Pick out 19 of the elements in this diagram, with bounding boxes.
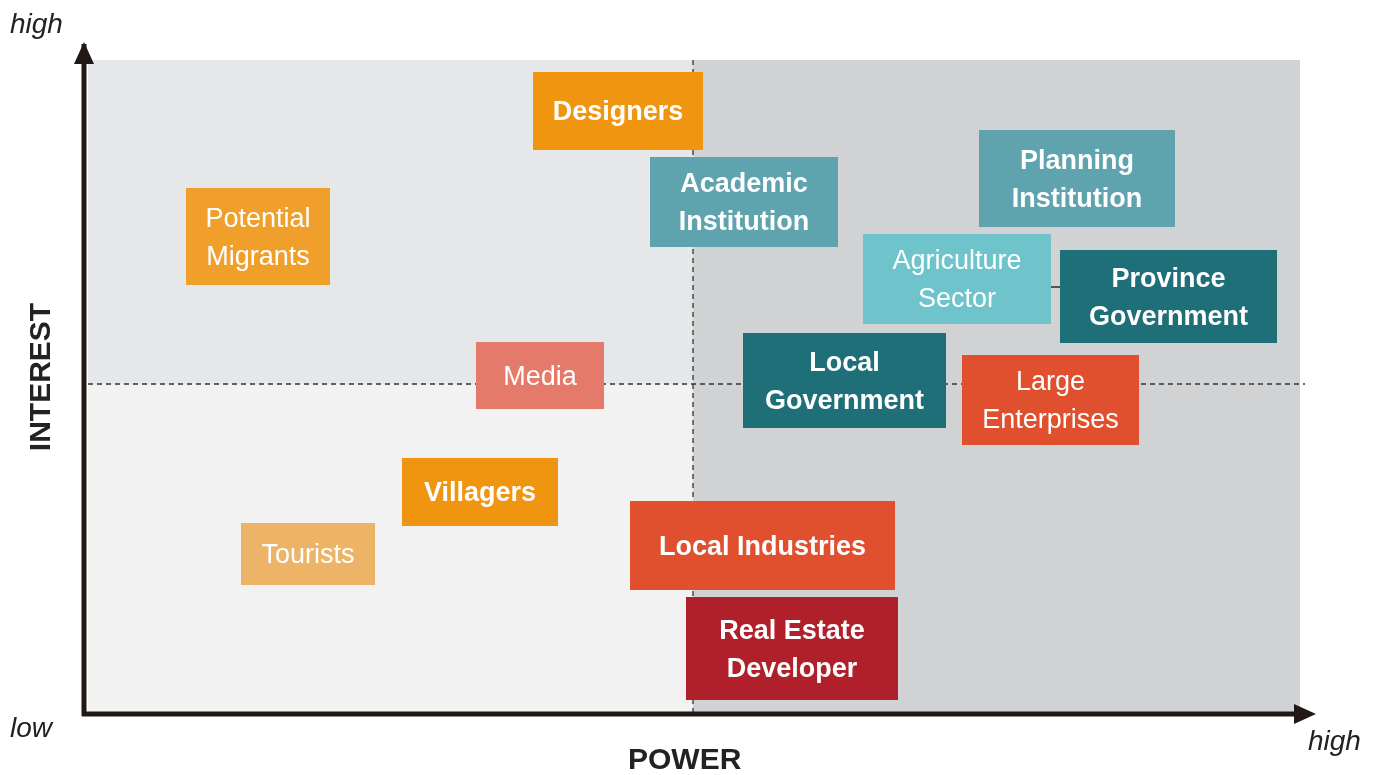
axis-title: INTEREST: [23, 301, 57, 454]
stakeholder-box: Villagers: [402, 458, 558, 526]
stakeholder-box: Media: [476, 342, 604, 409]
stakeholder-box: Planning Institution: [979, 130, 1175, 227]
axis-title: POWER: [628, 742, 742, 775]
stakeholder-box: Large Enterprises: [962, 355, 1139, 445]
stakeholder-box: Local Government: [743, 333, 946, 428]
stakeholder-box: Potential Migrants: [186, 188, 330, 285]
stakeholder-box: Local Industries: [630, 501, 895, 590]
stakeholder-box: Tourists: [241, 523, 375, 585]
axis-end-label: high: [1308, 725, 1361, 757]
connector-line: [1050, 286, 1061, 288]
stakeholder-box: Academic Institution: [650, 157, 838, 247]
stakeholder-box: Province Government: [1060, 250, 1277, 343]
axis-end-label: low: [10, 712, 52, 744]
axis-end-label: high: [10, 8, 63, 40]
stakeholder-box: Designers: [533, 72, 703, 150]
stakeholder-box: Agriculture Sector: [863, 234, 1051, 324]
stakeholder-box: Real Estate Developer: [686, 597, 898, 700]
